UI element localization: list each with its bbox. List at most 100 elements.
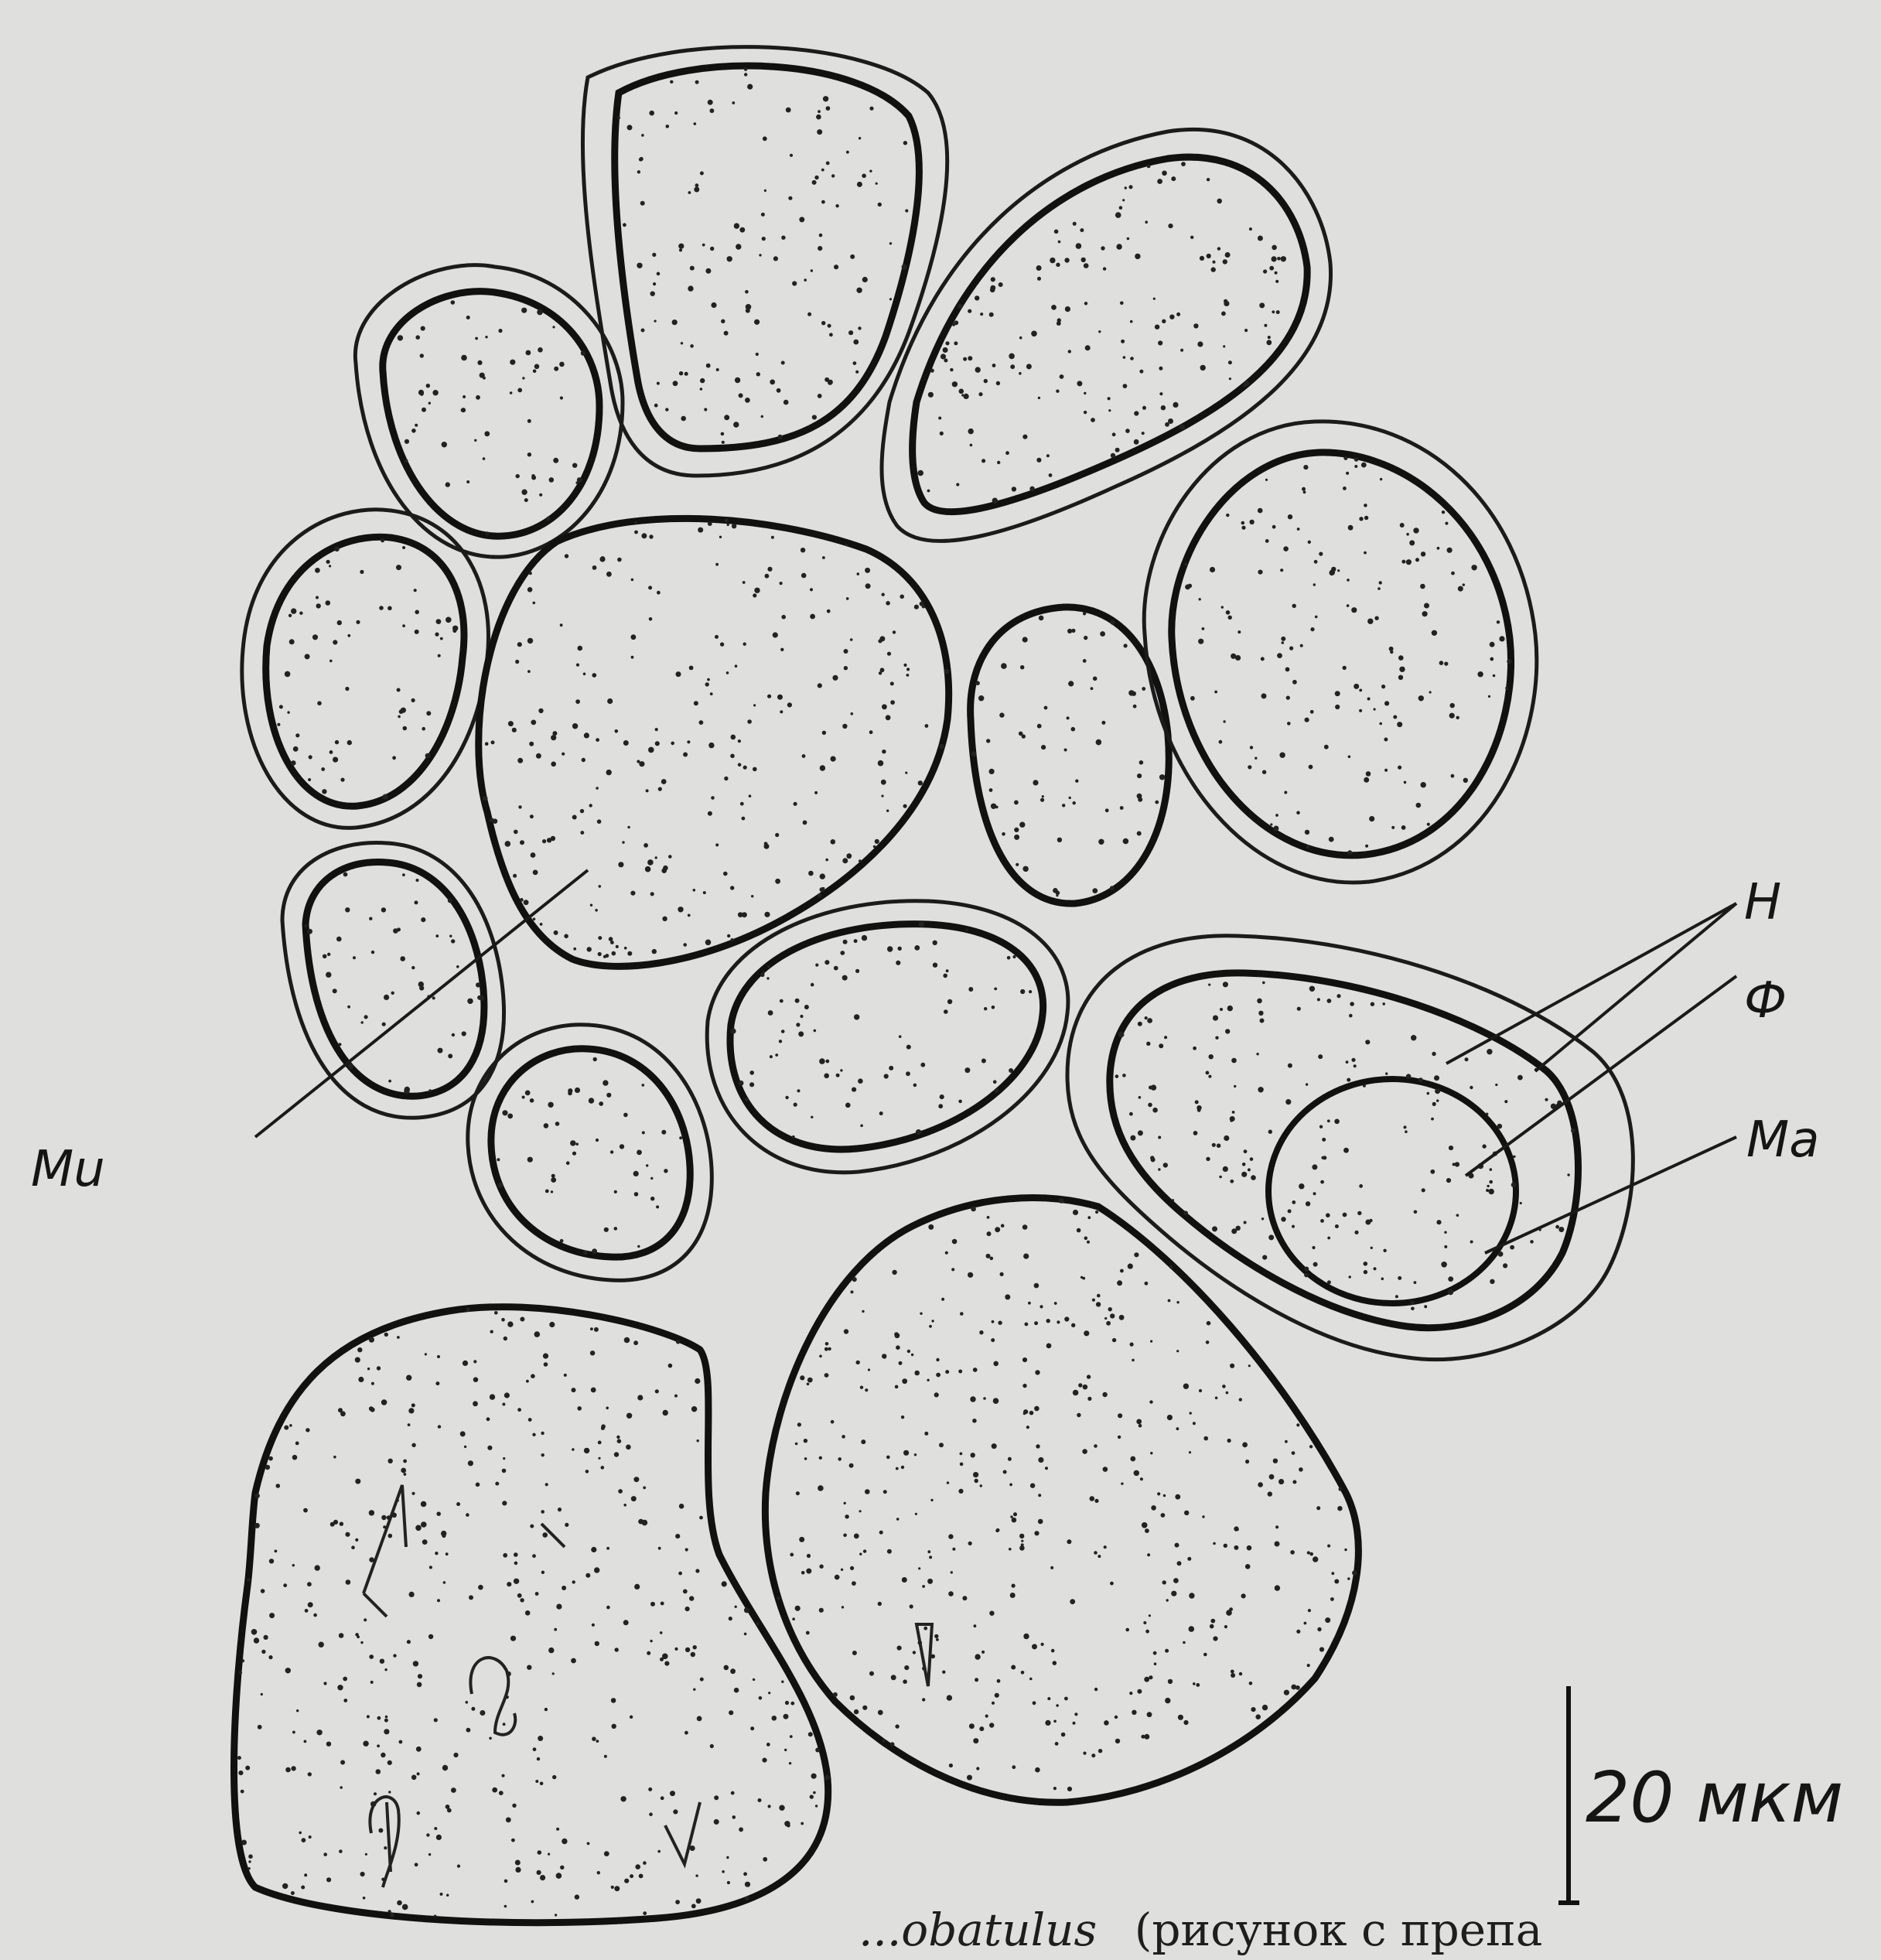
stipple-dot <box>1181 162 1186 166</box>
stipple-dot <box>994 988 997 991</box>
stipple-dot <box>961 394 964 396</box>
stipple-dot <box>275 1550 278 1553</box>
stipple-dot <box>540 1782 544 1786</box>
stipple-dot <box>903 664 906 667</box>
stipple-dot <box>756 353 759 356</box>
stipple-dot <box>1020 665 1024 669</box>
stipple-dot <box>1374 616 1378 620</box>
stipple-dot <box>1056 263 1060 267</box>
stipple-dot <box>370 1681 374 1684</box>
stipple-dot <box>377 1366 381 1370</box>
stipple-dot <box>914 1453 917 1456</box>
stipple-dot <box>798 1031 804 1036</box>
stipple-dot <box>1164 1036 1167 1039</box>
stipple-dot <box>398 715 401 719</box>
stipple-dot <box>1134 1252 1138 1257</box>
stipple-dot <box>695 183 699 187</box>
stipple-dot <box>1337 1506 1342 1511</box>
stipple-dot <box>333 640 337 644</box>
stipple-dot <box>662 917 667 921</box>
stipple-dot <box>815 1805 818 1807</box>
stipple-dot <box>1313 583 1316 586</box>
stipple-dot <box>1251 1707 1255 1712</box>
stipple-dot <box>554 930 558 935</box>
stipple-dot <box>726 1856 729 1859</box>
stipple-dot <box>1281 1217 1285 1221</box>
stipple-dot <box>1031 331 1037 337</box>
stipple-dot <box>787 702 792 707</box>
stipple-dot <box>643 1487 646 1490</box>
stipple-dot <box>415 630 419 634</box>
stipple-dot <box>1404 781 1407 784</box>
stipple-dot <box>1128 690 1134 695</box>
stipple-dot <box>643 1861 647 1865</box>
stipple-dot <box>1432 1052 1436 1056</box>
stipple-dot <box>678 244 684 249</box>
stipple-dot <box>1023 1634 1029 1639</box>
stipple-dot <box>1284 1690 1289 1695</box>
stipple-dot <box>720 642 724 646</box>
stipple-dot <box>1051 1649 1055 1653</box>
stipple-dot <box>1061 1733 1066 1737</box>
stipple-dot <box>1404 1125 1407 1129</box>
stipple-dot <box>1016 863 1019 866</box>
stipple-dot <box>1139 370 1143 374</box>
stipple-dot <box>715 563 719 566</box>
stipple-dot <box>820 765 825 770</box>
stipple-dot <box>1482 1144 1486 1148</box>
stipple-dot <box>546 517 551 521</box>
stipple-dot <box>660 1631 663 1634</box>
stipple-dot <box>699 1516 703 1520</box>
stipple-dot <box>1117 1280 1122 1286</box>
stipple-dot <box>1507 659 1511 664</box>
stipple-dot <box>529 572 532 575</box>
stipple-dot <box>1012 1584 1016 1588</box>
stipple-dot <box>781 1030 785 1033</box>
stipple-dot <box>1035 1767 1040 1773</box>
stipple-dot <box>1381 1278 1384 1281</box>
stipple-dot <box>656 1205 659 1208</box>
stipple-dot <box>650 1177 653 1180</box>
stipple-dot <box>732 1815 736 1819</box>
stipple-dot <box>1084 411 1087 414</box>
stipple-dot <box>1284 791 1287 794</box>
stipple-dot <box>1343 1148 1349 1153</box>
stipple-dot <box>758 1798 762 1802</box>
stipple-dot <box>428 1089 432 1092</box>
stipple-dot <box>446 1552 449 1555</box>
stipple-dot <box>358 1377 364 1382</box>
stipple-dot <box>639 1874 644 1879</box>
stipple-dot <box>831 174 835 177</box>
stipple-dot <box>811 983 814 987</box>
stipple-dot <box>592 565 597 570</box>
stipple-dot <box>623 740 629 746</box>
label-ma: Ma <box>1746 1115 1819 1165</box>
stipple-dot <box>361 1021 364 1023</box>
stipple-dot <box>1214 691 1217 694</box>
stipple-dot <box>730 754 735 759</box>
stipple-dot <box>807 312 811 316</box>
leader-ma <box>1485 1137 1736 1253</box>
stipple-dot <box>683 943 687 947</box>
stipple-dot <box>1530 1240 1534 1244</box>
stipple-dot <box>992 1006 995 1009</box>
stipple-dot <box>520 1317 524 1322</box>
stipple-dot <box>1145 1282 1149 1286</box>
stipple-dot <box>780 710 783 713</box>
stipple-dot <box>1069 797 1071 799</box>
stipple-dot <box>514 1562 518 1566</box>
stipple-dot <box>469 1595 473 1600</box>
stipple-dot <box>950 368 953 371</box>
stipple-dot <box>1463 583 1465 586</box>
stipple-dot <box>768 1692 770 1694</box>
stipple-dot <box>307 1582 312 1586</box>
stipple-dot <box>834 265 838 269</box>
stipple-dot <box>936 1638 939 1641</box>
stipple-dot <box>1463 778 1468 783</box>
stipple-dot <box>1087 1216 1091 1219</box>
stipple-dot <box>1183 1720 1188 1725</box>
stipple-dot <box>1447 548 1453 553</box>
stipple-dot <box>404 1473 407 1476</box>
stipple-dot <box>844 666 848 670</box>
stipple-dot <box>1159 774 1165 780</box>
